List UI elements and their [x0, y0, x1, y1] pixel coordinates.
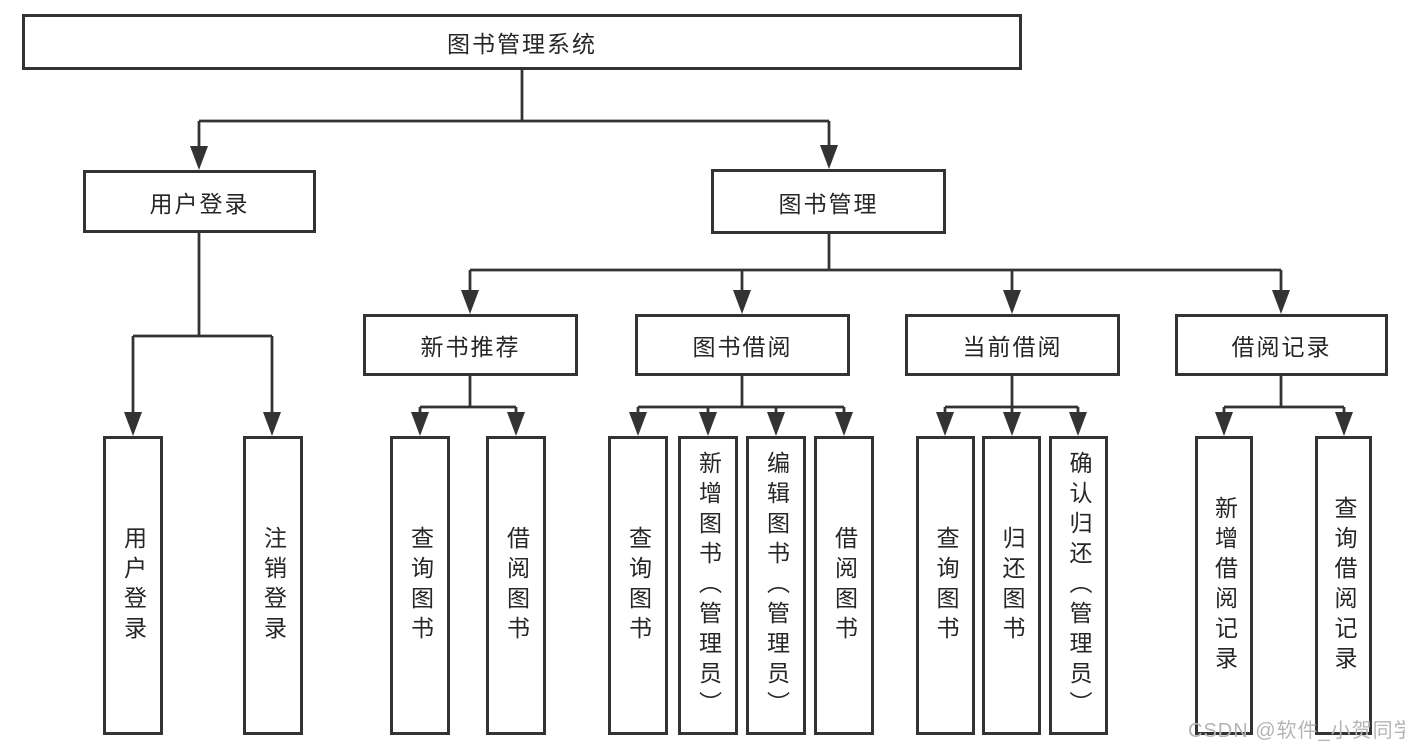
node-label: 新增借阅记录 [1211, 495, 1238, 676]
node-label: 查询图书 [407, 525, 434, 646]
arrowheads [124, 145, 1353, 436]
node-label: 新增图书（管理员） [695, 450, 722, 721]
node-label: 图书借阅 [692, 334, 793, 360]
node-label: 查询图书 [933, 525, 959, 646]
connector-segments [131, 70, 1346, 416]
node-label: 查询图书 [625, 525, 652, 646]
leaf-return-book: 归还图书 [982, 436, 1041, 735]
node-label: 归还图书 [999, 525, 1025, 646]
node-library-management-system: 图书管理系统 [22, 14, 1022, 70]
node-label: 当前借阅 [962, 334, 1063, 360]
leaf-add-book-admin: 新增图书（管理员） [678, 436, 738, 735]
node-label: 用户登录 [120, 525, 147, 646]
leaf-edit-book-admin: 编辑图书（管理员） [746, 436, 806, 735]
leaf-logout: 注销登录 [243, 436, 303, 735]
csdn-watermark: CSDN @软件_小贺同学 [1188, 720, 1405, 742]
node-label: 查询借阅记录 [1331, 495, 1357, 676]
node-book-borrowing: 图书借阅 [635, 314, 850, 376]
leaf-add-borrow-record: 新增借阅记录 [1195, 436, 1253, 735]
node-label: 借阅图书 [831, 525, 858, 646]
leaf-query-books-recommend: 查询图书 [390, 436, 450, 735]
node-current-borrowing: 当前借阅 [905, 314, 1120, 376]
node-user-login: 用户登录 [83, 170, 316, 233]
node-label: 图书管理 [778, 190, 879, 217]
leaf-borrow-books-borrowing: 借阅图书 [814, 436, 874, 735]
leaf-user-login: 用户登录 [103, 436, 163, 735]
node-label: 用户登录 [149, 190, 250, 217]
node-label: 借阅记录 [1231, 334, 1332, 360]
node-new-book-recommendation: 新书推荐 [363, 314, 578, 376]
node-label: 编辑图书（管理员） [763, 450, 790, 721]
leaf-query-books-current: 查询图书 [916, 436, 975, 735]
node-borrowing-records: 借阅记录 [1175, 314, 1388, 376]
node-label: 新书推荐 [420, 334, 521, 360]
leaf-query-books-borrowing: 查询图书 [608, 436, 668, 735]
leaf-borrow-books-recommend: 借阅图书 [486, 436, 546, 735]
node-label: 借阅图书 [503, 525, 530, 646]
node-label: 确认归还（管理员） [1066, 450, 1092, 721]
node-label: 注销登录 [260, 525, 287, 646]
node-book-management: 图书管理 [711, 169, 946, 234]
leaf-query-borrow-record: 查询借阅记录 [1315, 436, 1372, 735]
leaf-confirm-return-admin: 确认归还（管理员） [1049, 436, 1108, 735]
node-label: 图书管理系统 [447, 31, 597, 57]
